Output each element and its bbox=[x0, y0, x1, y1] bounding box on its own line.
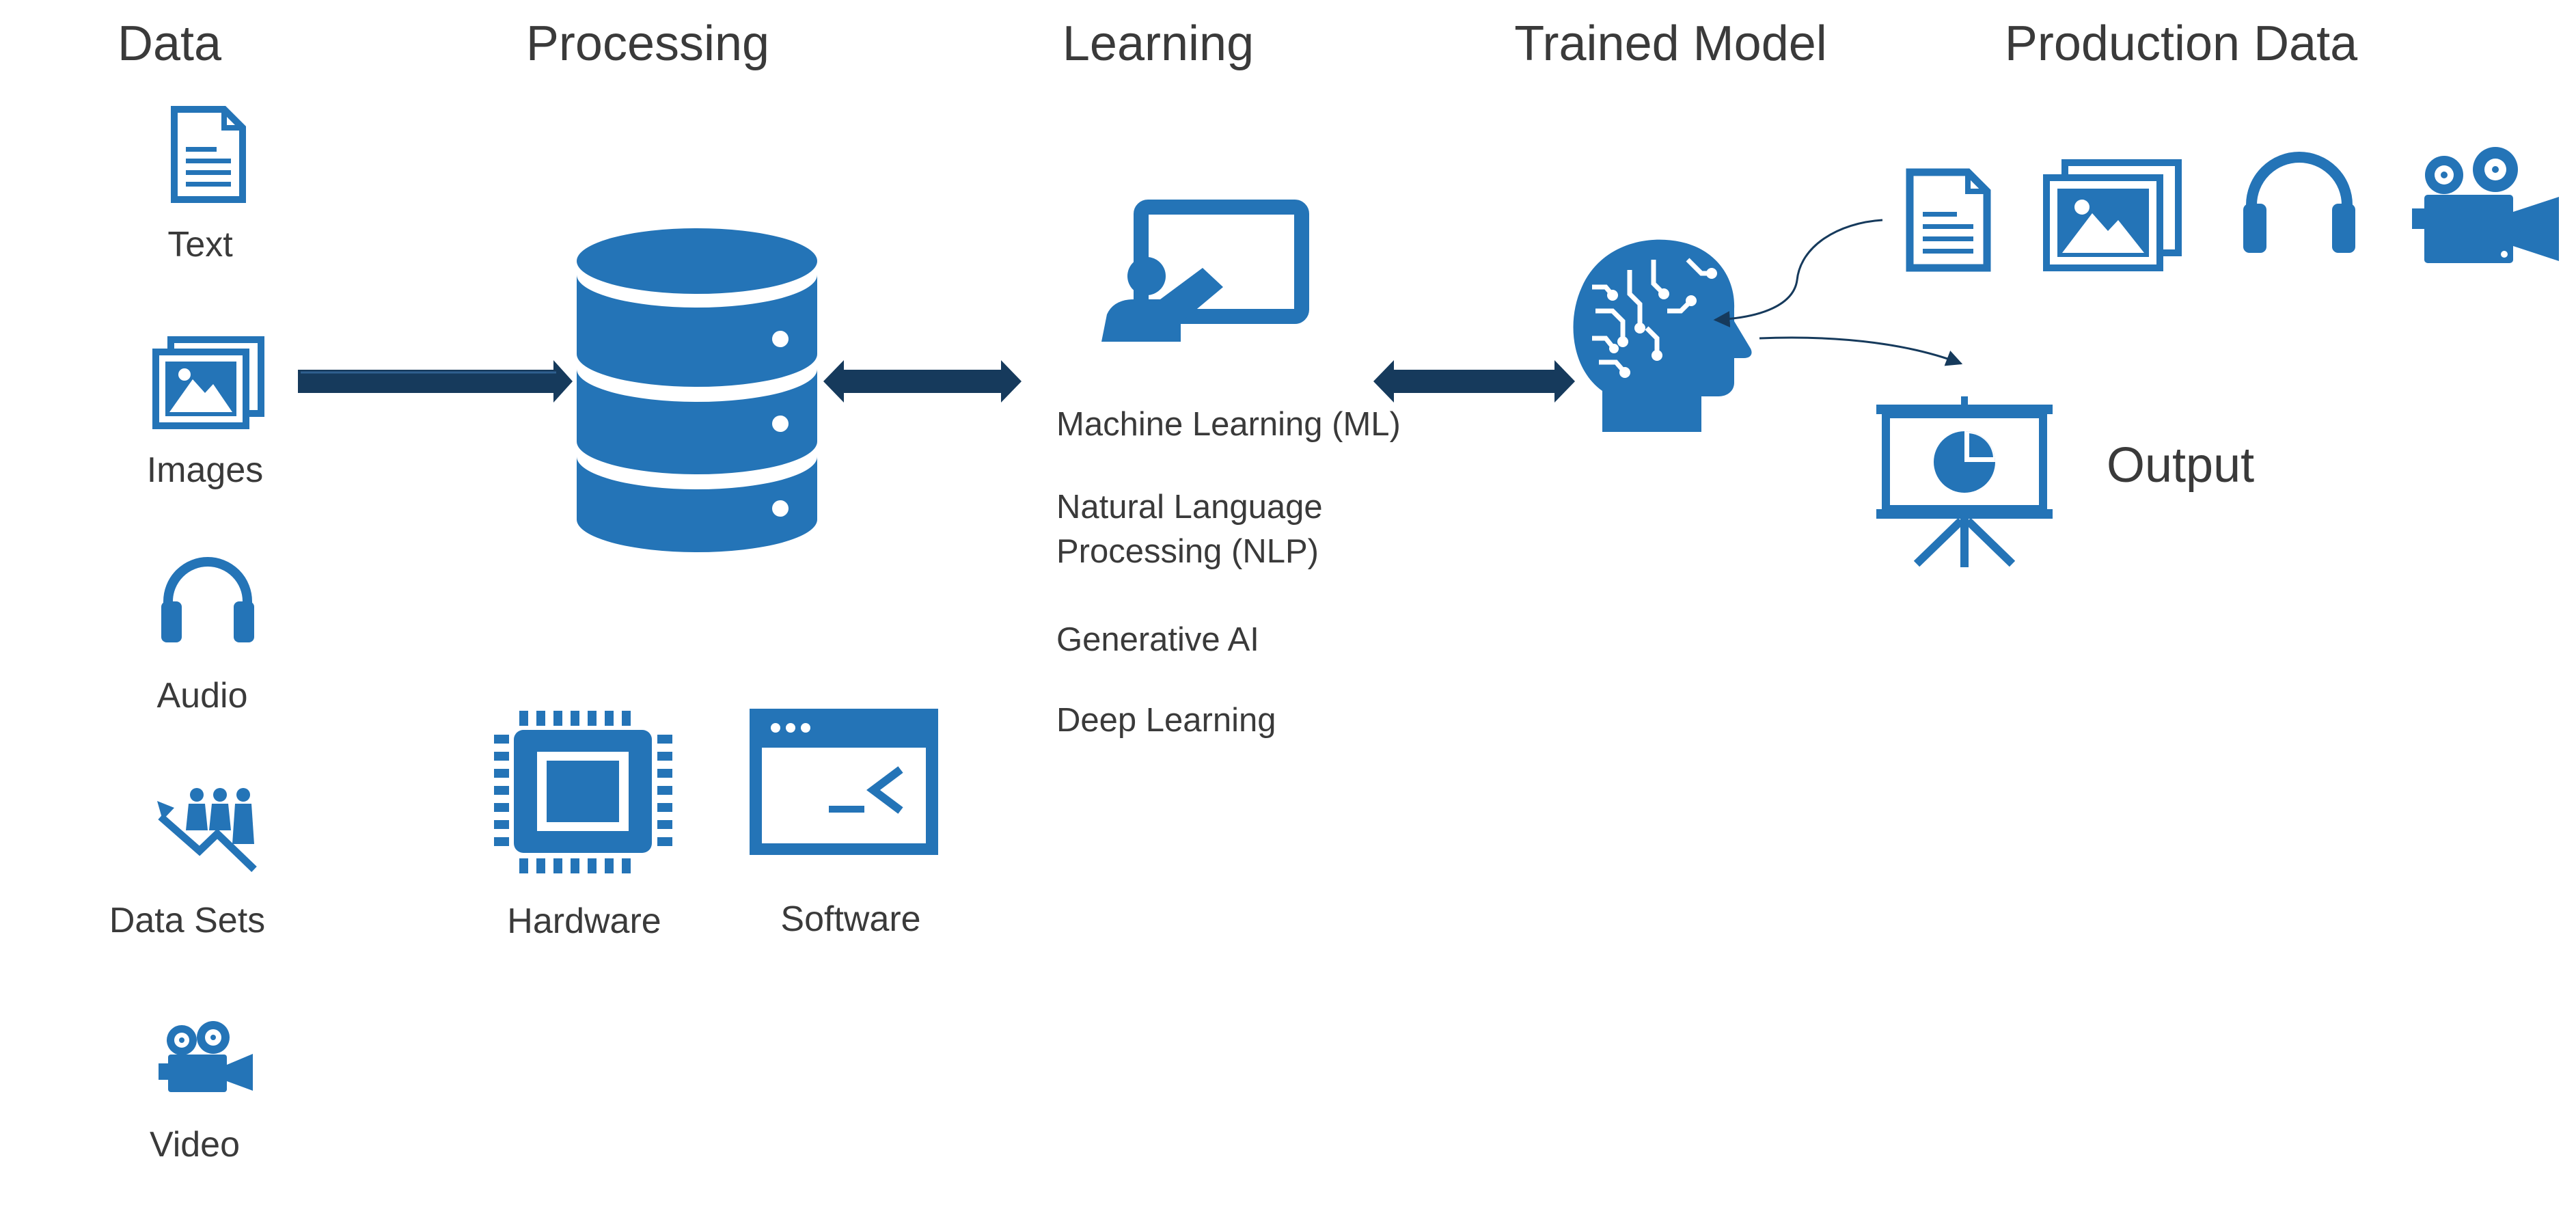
headphones-icon bbox=[2243, 152, 2355, 253]
terminal-window-icon bbox=[750, 709, 938, 855]
data-item-data-sets: Data Sets bbox=[109, 901, 265, 940]
learning-item-genai: Generative AI bbox=[1056, 621, 1259, 658]
presentation-chart-icon bbox=[1876, 396, 2053, 567]
cpu-chip-icon bbox=[494, 711, 672, 873]
data-item-video: Video bbox=[150, 1125, 240, 1165]
data-item-text: Text bbox=[167, 225, 233, 264]
presentation-teacher-icon bbox=[1101, 200, 1309, 342]
processing-item-hardware: Hardware bbox=[507, 901, 661, 941]
document-icon bbox=[1906, 168, 1991, 272]
learning-item-nlp-line1: Natural Language bbox=[1056, 489, 1323, 526]
heading-processing: Processing bbox=[526, 16, 769, 71]
learning-item-nlp-line2: Processing (NLP) bbox=[1056, 533, 1319, 570]
database-icon bbox=[577, 228, 817, 552]
data-item-images: Images bbox=[147, 450, 264, 490]
arrow-production-to-model bbox=[1713, 219, 1883, 328]
images-icon bbox=[152, 336, 264, 429]
heading-production-data: Production Data bbox=[2005, 16, 2358, 71]
learning-item-deep: Deep Learning bbox=[1056, 702, 1276, 739]
arrow-processing-learning bbox=[823, 360, 1022, 403]
data-item-audio: Audio bbox=[157, 676, 248, 716]
arrow-data-to-processing bbox=[298, 360, 573, 403]
headphones-icon bbox=[161, 557, 254, 642]
video-camera-icon bbox=[2412, 147, 2559, 263]
heading-trained-model: Trained Model bbox=[1514, 16, 1827, 71]
heading-data: Data bbox=[118, 16, 222, 71]
learning-item-ml: Machine Learning (ML) bbox=[1056, 406, 1401, 443]
output-label: Output bbox=[2107, 438, 2254, 493]
ai-head-icon bbox=[1573, 239, 1752, 432]
arrow-learning-trained-model bbox=[1373, 360, 1575, 403]
video-camera-icon bbox=[159, 1021, 253, 1092]
arrow-model-to-output bbox=[1759, 336, 1963, 366]
dataset-trend-icon bbox=[157, 788, 257, 872]
heading-learning: Learning bbox=[1063, 16, 1254, 71]
images-icon bbox=[2043, 159, 2182, 271]
processing-item-software: Software bbox=[780, 899, 920, 939]
document-icon bbox=[171, 106, 246, 203]
